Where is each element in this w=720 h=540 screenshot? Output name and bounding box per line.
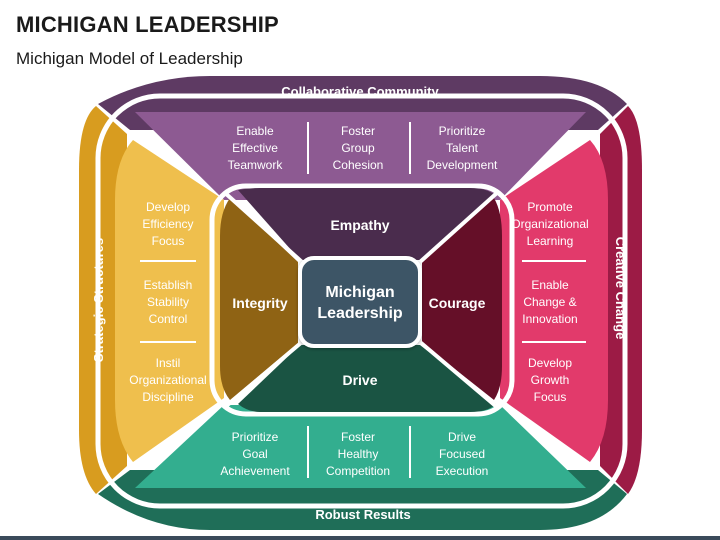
bottom-item-2-line-1: Foster [341,430,375,444]
right-item-2-line-2: Change & [523,295,576,309]
label-collaborative-community: Collaborative Community [281,84,439,99]
bottom-item-1-line-2: Goal [242,447,267,461]
section-bottom [135,405,586,488]
page-title: MICHIGAN LEADERSHIP [16,12,279,37]
left-item-1-line-3: Focus [152,234,185,248]
section-right [500,140,608,462]
bottom-item-3-line-3: Execution [436,464,489,478]
bottom-edge-bar [0,536,720,540]
top-item-2-line-3: Cohesion [333,158,384,172]
right-item-1-line-1: Promote [527,200,573,214]
section-top [135,112,586,200]
bottom-item-1-line-3: Achievement [220,464,290,478]
bottom-item-3-line-2: Focused [439,447,485,461]
left-item-2-line-2: Stability [147,295,189,309]
label-creative-change: Creative Change [613,237,628,340]
top-item-2-line-1: Foster [341,124,375,138]
center-label-line-2: Leadership [317,305,403,322]
top-item-3-line-2: Talent [446,141,479,155]
right-item-3-line-1: Develop [528,356,572,370]
quadrant-integrity [220,198,298,400]
left-item-1-line-2: Efficiency [142,217,193,231]
quadrant-separators [222,190,500,410]
section-dividers [140,122,586,478]
left-item-2-line-3: Control [149,312,188,326]
quadrant-courage [422,198,502,400]
band-creative-change [600,106,642,494]
left-item-3-line-3: Discipline [142,390,194,404]
label-robust-results: Robust Results [315,507,410,522]
label-strategic-structures: Strategic Structures [91,238,106,362]
right-item-2-line-3: Innovation [522,312,577,326]
outer-ring-divider [95,93,628,509]
center-label-line-1: Michigan [325,284,394,301]
top-item-2-line-2: Group [341,141,375,155]
right-item-3-line-2: Growth [531,373,570,387]
right-item-1-line-2: Organizational [511,217,588,231]
bottom-item-3-line-1: Drive [448,430,476,444]
right-item-2-line-1: Enable [531,278,569,292]
bottom-item-2-line-3: Competition [326,464,390,478]
label-empathy: Empathy [330,217,389,233]
quadrant-empathy [238,188,496,260]
top-item-1-line-1: Enable [236,124,274,138]
top-item-1-line-3: Teamwork [228,158,284,172]
center-box [298,256,422,348]
top-item-3-line-3: Development [427,158,498,172]
page-subtitle: Michigan Model of Leadership [16,49,243,68]
label-courage: Courage [429,295,486,311]
top-item-1-line-2: Effective [232,141,278,155]
left-item-2-line-1: Establish [144,278,193,292]
section-left [115,140,224,462]
left-item-1-line-1: Develop [146,200,190,214]
left-item-3-line-1: Instil [156,356,181,370]
top-item-3-line-1: Prioritize [439,124,486,138]
right-item-1-line-3: Learning [527,234,574,248]
quadrant-drive [238,345,496,412]
bottom-item-1-line-1: Prioritize [232,430,279,444]
label-drive: Drive [342,372,377,388]
inner-ring-divider [209,183,515,417]
bottom-item-2-line-2: Healthy [338,447,379,461]
right-item-3-line-3: Focus [534,390,567,404]
left-item-3-line-2: Organizational [129,373,206,387]
label-integrity: Integrity [232,295,287,311]
